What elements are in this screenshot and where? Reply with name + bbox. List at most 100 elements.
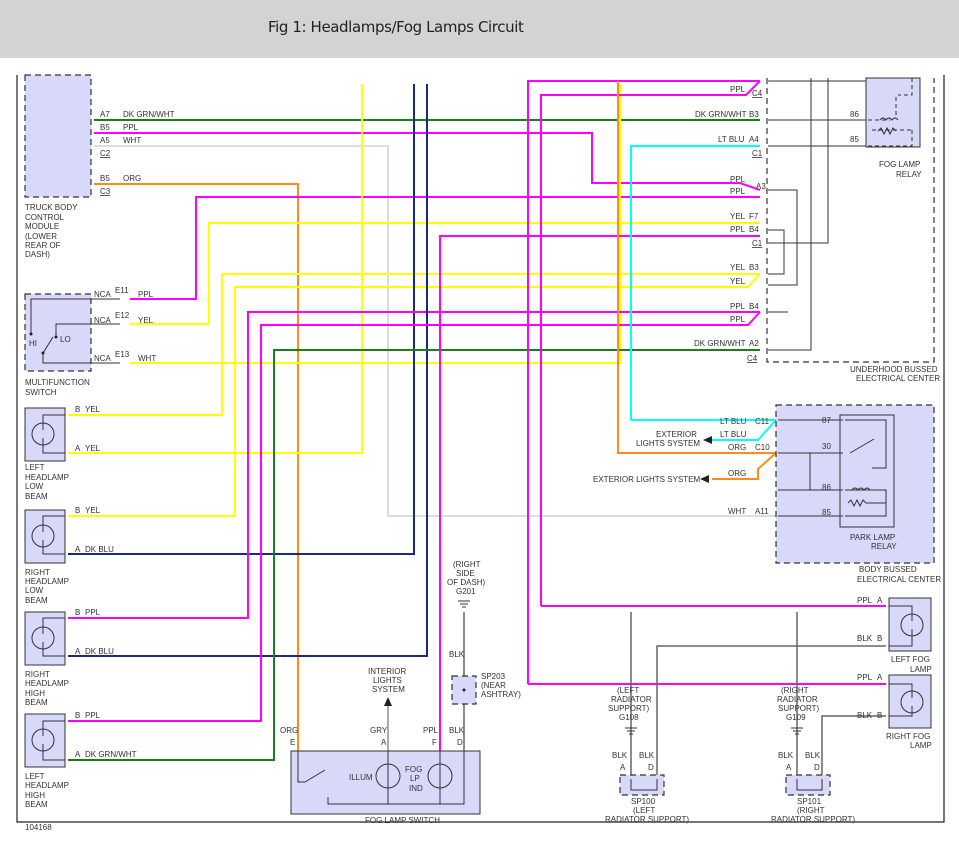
wire-ppl-fogswitch-f [439, 235, 760, 755]
fog-lamp-relay: 86 85 FOG LAMP RELAY [850, 77, 922, 179]
g201-label: OF DASH) [447, 578, 486, 587]
lamp-pin: B [75, 711, 80, 720]
fog-relay-label-0: FOG LAMP [879, 160, 920, 169]
lamp-wire: PPL [85, 711, 101, 720]
uh-pin: B3 [749, 263, 759, 272]
uh-connector: C4 [747, 354, 758, 363]
uh-wire: DK GRN/WHT [695, 110, 747, 119]
mfs-label-0: MULTIFUNCTION [25, 378, 90, 387]
mfs-nca: NCA [94, 316, 112, 325]
lamp-wire: PPL [85, 608, 101, 617]
lamp-label: HEADLAMP [25, 781, 69, 790]
lamp-pin: B [75, 608, 80, 617]
left-headlamp-low-beam: B YEL A YEL LEFT HEADLAMP LOW BEAM [24, 405, 101, 501]
splice-sp203: BLK SP203 (NEAR ASHTRAY) [449, 650, 521, 705]
uh-wire: PPL [730, 85, 746, 94]
g108-label: G108 [619, 713, 639, 722]
lamp-label: HEADLAMP [25, 473, 69, 482]
uh-connector: C1 [752, 239, 763, 248]
park-relay-label-1: RELAY [871, 542, 897, 551]
lamp-label: RIGHT [25, 670, 50, 679]
fs-pin: D [457, 738, 463, 747]
figure-id: 104168 [25, 823, 52, 832]
wire-ppl-righthigh-b [68, 311, 760, 619]
uh-pin: B4 [749, 225, 759, 234]
multifunction-switch: HI LO MULTIFUNCTION SWITCH NCA E11 PPL N… [24, 286, 156, 397]
park-relay-pin: 87 [822, 416, 831, 425]
wire-yel-leftlow-a [68, 84, 363, 454]
lamp-pin: A [75, 444, 81, 453]
fog-relay-label-1: RELAY [896, 170, 922, 179]
figure-title: Fig 1: Headlamps/Fog Lamps Circuit [268, 18, 524, 36]
uh-wire: LT BLU [718, 135, 745, 144]
lamp-pin: A [75, 750, 81, 759]
tbcm-pin: A5 [100, 136, 110, 145]
wire-org-ext [712, 452, 777, 480]
tbcm-wire: DK GRN/WHT [123, 110, 175, 119]
fs-pin: A [381, 738, 387, 747]
sp-wire: BLK [778, 751, 794, 760]
g201-label: G201 [456, 587, 476, 596]
fog-pin: A [877, 673, 883, 682]
g109-label: RADIATOR [777, 695, 818, 704]
fog-label: LAMP [910, 665, 932, 674]
lamp-label: LOW [25, 482, 44, 491]
exterior-label: LIGHTS SYSTEM [636, 439, 700, 448]
exterior-label: EXTERIOR LIGHTS SYSTEM [593, 475, 700, 484]
bb-pin: A11 [755, 507, 769, 516]
sp203-label: ASHTRAY) [481, 690, 521, 699]
wiring-diagram: TRUCK BODY CONTROL MODULE (LOWER REAR OF… [16, 74, 945, 832]
sp203-label: SP203 [481, 672, 506, 681]
park-relay-pin: 86 [822, 483, 831, 492]
lamp-wire: YEL [85, 506, 101, 515]
mfs-nca: NCA [94, 290, 112, 299]
exterior-lights-system-2: EXTERIOR LIGHTS SYSTEM [593, 475, 709, 484]
wire-blk-leftfog-b [656, 645, 886, 775]
tbcm-pin: B5 [100, 123, 110, 132]
lamp-label: BEAM [25, 596, 48, 605]
lamp-wire: DK BLU [85, 545, 114, 554]
wire-ppl-lefthigh-b [68, 311, 761, 722]
sp-wire: BLK [639, 751, 655, 760]
arrow-left-icon [700, 475, 709, 483]
fog-pin: B [877, 634, 882, 643]
ground-g108: (LEFT RADIATOR SUPPORT) G108 [608, 686, 652, 735]
wire-ltblu-a4 [630, 145, 760, 420]
lamp-label: RIGHT [25, 568, 50, 577]
sp-wire: BLK [805, 751, 821, 760]
ground-icon [625, 727, 637, 735]
fog-pin: B [877, 711, 882, 720]
right-headlamp-high-beam: B PPL A DK BLU RIGHT HEADLAMP HIGH BEAM [24, 608, 114, 707]
wire-dkblu-righthigh-a [68, 84, 428, 657]
interior-label: LIGHTS [373, 676, 402, 685]
tbcm-label-3: (LOWER [25, 232, 57, 241]
uh-pin: F7 [749, 212, 759, 221]
uh-pin: A4 [749, 135, 759, 144]
wire-yel-e12 [130, 222, 760, 325]
g201-label: (RIGHT [453, 560, 481, 569]
uh-connector: C1 [752, 149, 763, 158]
fog-switch-illum: ILLUM [349, 773, 373, 782]
splice-sp100: BLK A BLK D SP100 (LEFT RADIATOR SUPPORT… [605, 751, 689, 824]
lamp-label: BEAM [25, 800, 48, 809]
frame-left [16, 75, 945, 823]
park-relay-label-0: PARK LAMP [850, 533, 895, 542]
uh-wire: PPL [730, 302, 746, 311]
tbcm-connector: C2 [100, 149, 111, 158]
lamp-label: BEAM [25, 698, 48, 707]
lamp-pin: A [75, 647, 81, 656]
lamp-pin: B [75, 506, 80, 515]
fog-switch-ind: FOG [405, 765, 422, 774]
tbcm-wire: PPL [123, 123, 139, 132]
fog-wire: PPL [857, 673, 873, 682]
fog-wire: BLK [857, 634, 873, 643]
figure-header: Fig 1: Headlamps/Fog Lamps Circuit [0, 0, 959, 58]
ground-g201: (RIGHT SIDE OF DASH) G201 [447, 560, 486, 608]
mfs-pin: E12 [115, 311, 130, 320]
sp-pin: D [648, 763, 654, 772]
uh-wire: PPL [730, 187, 746, 196]
mfs-label-1: SWITCH [25, 388, 57, 397]
fs-pin: E [290, 738, 295, 747]
tbcm-wire: ORG [123, 174, 141, 183]
lamp-wire: DK BLU [85, 647, 114, 656]
